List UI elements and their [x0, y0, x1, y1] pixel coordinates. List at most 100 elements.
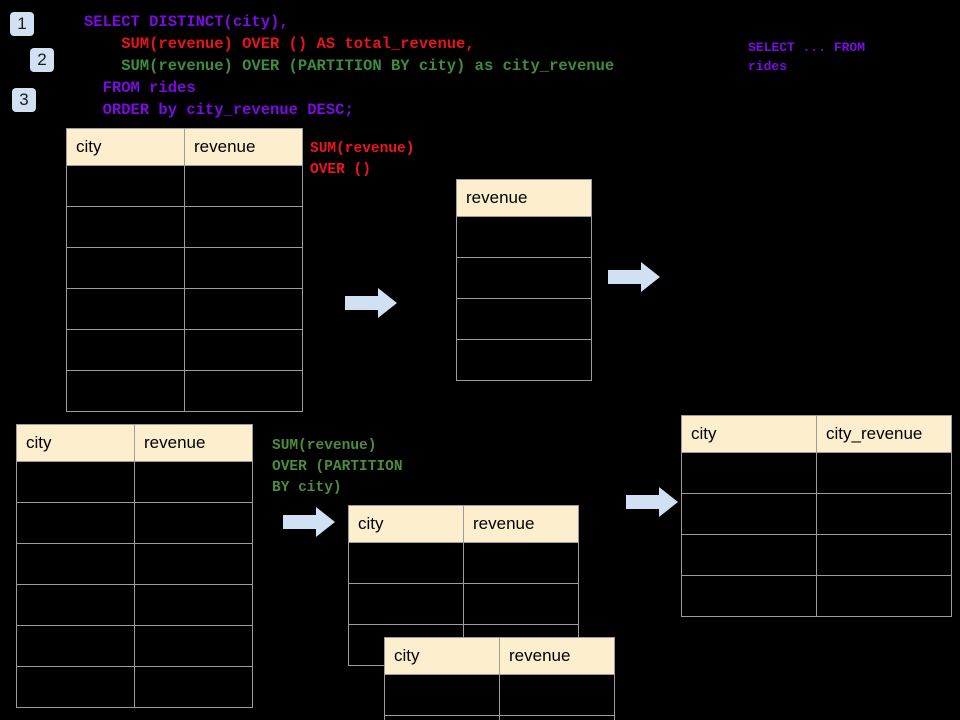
table-row: [16, 666, 253, 708]
column-header-city: city: [66, 128, 185, 166]
step-badge-2: 2: [30, 48, 54, 72]
table-cell: [384, 715, 500, 720]
table-cell: [16, 461, 135, 503]
table-row: [66, 288, 303, 330]
note-sum-over-empty: SUM(revenue) OVER (): [310, 141, 415, 178]
step-badge-1: 1: [10, 12, 34, 36]
column-header-city_revenue: city_revenue: [816, 415, 952, 453]
note-sum-over-partition: SUM(revenue) OVER (PARTITION BY city): [272, 438, 403, 496]
table-cell: [66, 329, 185, 371]
sql-line-select-distinct: SELECT DISTINCT(city),: [84, 13, 289, 31]
table-row: [456, 339, 592, 381]
table-row: [16, 625, 253, 667]
column-header-city: city: [16, 424, 135, 462]
table-row: [456, 298, 592, 340]
table-cell: [499, 715, 615, 720]
column-header-revenue: revenue: [184, 128, 303, 166]
table-cell: [816, 575, 952, 617]
arrow-source-to-total: [345, 288, 397, 318]
table-cell: [134, 461, 253, 503]
table-cell: [66, 288, 185, 330]
table-cell: [184, 370, 303, 412]
column-header-revenue: revenue: [456, 179, 592, 217]
column-header-revenue: revenue: [134, 424, 253, 462]
sql-line-sum-over-empty: SUM(revenue) OVER () AS total_revenue,: [84, 35, 475, 53]
table-row: [16, 584, 253, 626]
table-cell: [456, 216, 592, 258]
column-header-city: city: [681, 415, 817, 453]
table-cell: [456, 257, 592, 299]
table-row: [681, 534, 952, 576]
table-cell: [66, 165, 185, 207]
table-cell: [681, 534, 817, 576]
column-header-city: city: [384, 637, 500, 675]
table-cell: [184, 165, 303, 207]
table-cell: [134, 502, 253, 544]
table-row: [66, 370, 303, 412]
sql-line-order-by: ORDER by city_revenue DESC;: [84, 101, 354, 119]
table-cell: [184, 288, 303, 330]
arrow-partition-to-result: [626, 487, 678, 517]
table-cell: [66, 206, 185, 248]
table-header-row: revenue: [456, 179, 592, 217]
table-cell: [16, 666, 135, 708]
table-cell: [16, 502, 135, 544]
table-row: [348, 583, 579, 625]
table-row: [681, 575, 952, 617]
table-row: [66, 165, 303, 207]
table-cell: [456, 339, 592, 381]
column-header-revenue: revenue: [463, 505, 579, 543]
table-cell: [348, 583, 464, 625]
table-row: [681, 452, 952, 494]
table-cell: [184, 206, 303, 248]
table-total-revenue: revenue: [456, 179, 592, 381]
table-cell: [134, 666, 253, 708]
table-row: [66, 247, 303, 289]
arrow-source-to-partition: [283, 507, 335, 537]
table-cell: [816, 493, 952, 535]
sql-line-sum-over-partition: SUM(revenue) OVER (PARTITION BY city) as…: [84, 57, 615, 75]
table-cell: [134, 543, 253, 585]
table-cell: [66, 247, 185, 289]
table-cell: [348, 542, 464, 584]
table-cell: [134, 625, 253, 667]
table-cell: [681, 452, 817, 494]
table-cell: [681, 575, 817, 617]
sql-line-from: FROM rides: [84, 79, 196, 97]
table-cell: [463, 583, 579, 625]
column-header-city: city: [348, 505, 464, 543]
note-select-from-rides: SELECT ... FROM rides: [748, 40, 866, 74]
table-cell: [16, 625, 135, 667]
table-row: [348, 542, 579, 584]
table-cell: [66, 370, 185, 412]
table-cell: [456, 298, 592, 340]
table-cell: [463, 542, 579, 584]
table-row: [456, 216, 592, 258]
table-row: [16, 502, 253, 544]
table-row: [681, 493, 952, 535]
table-cell: [681, 493, 817, 535]
column-header-revenue: revenue: [499, 637, 615, 675]
table-cell: [816, 534, 952, 576]
table-cell: [184, 329, 303, 371]
table-row: [16, 543, 253, 585]
table-row: [66, 206, 303, 248]
table-row: [16, 461, 253, 503]
table-cell: [816, 452, 952, 494]
table-cell: [184, 247, 303, 289]
table-cell: [16, 584, 135, 626]
arrow-total-to-result: [608, 262, 660, 292]
table-row: [66, 329, 303, 371]
table-row: [384, 715, 615, 720]
step-badge-3: 3: [12, 88, 36, 112]
